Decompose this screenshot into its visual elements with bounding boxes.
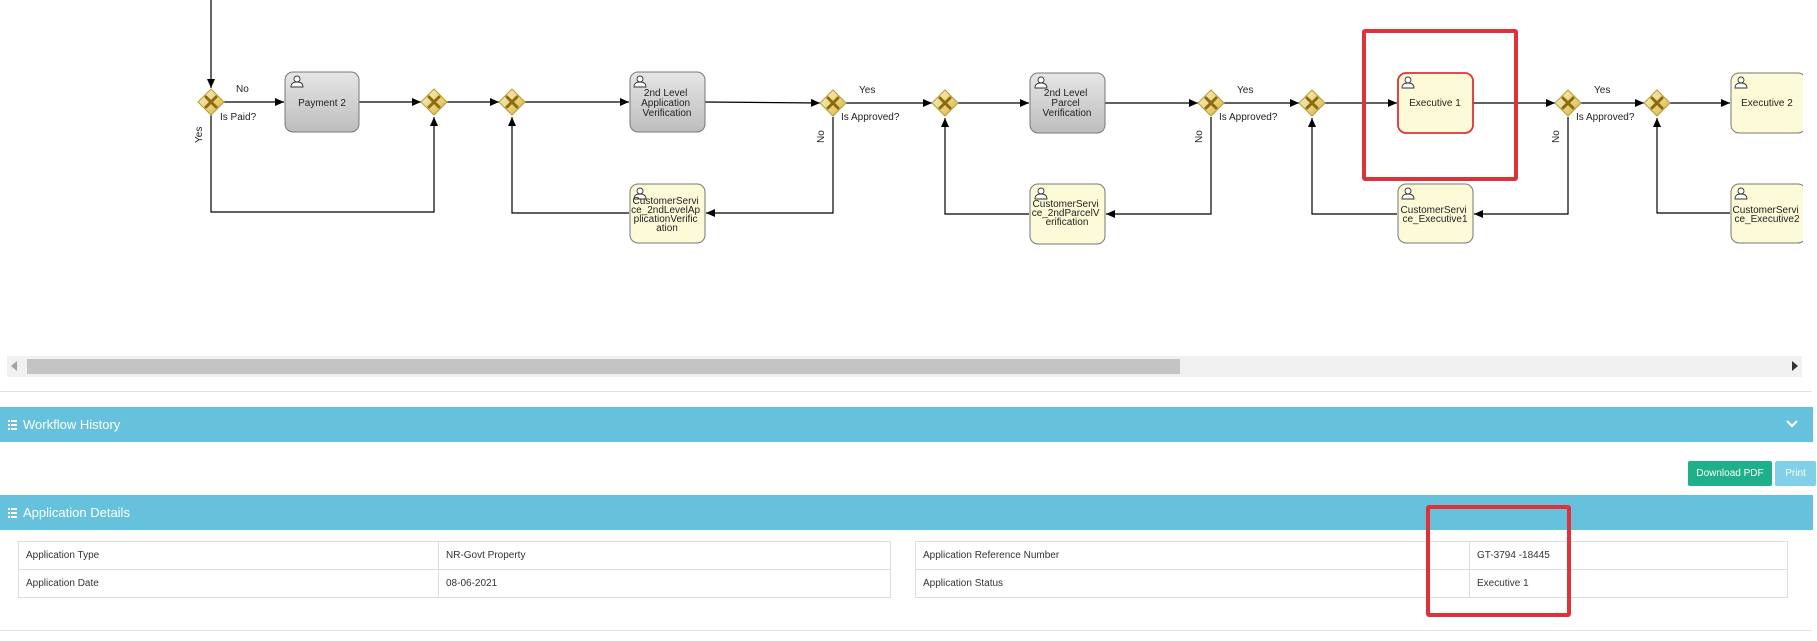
application-details-table-right: Application Reference Number GT-3794 -18…: [915, 541, 1788, 598]
field-label-application-date: Application Date: [18, 569, 439, 598]
task-payment-2[interactable]: Payment 2: [284, 71, 360, 133]
edge-label-no: No: [1194, 130, 1205, 143]
svg-text:2nd Level Application: 2nd Level Application Verification: [641, 88, 693, 119]
task-customer-service-executive-1[interactable]: CustomerServi ce_Executive1: [1397, 183, 1474, 244]
svg-text:Payment 2: Payment 2: [298, 98, 346, 109]
table-row: Application Date 08-06-2021: [18, 569, 891, 598]
svg-text:2nd Level Parcel V: 2nd Level Parcel Verification: [1043, 88, 1092, 119]
task-customer-service-2nd-parcel-verification[interactable]: CustomerServi ce_2ndParcelV erification: [1029, 183, 1106, 245]
task-customer-service-2nd-level-application-verification[interactable]: CustomerServi ce_2ndLevelAp plicationVer…: [629, 183, 706, 244]
svg-text:Executive 2: Executive 2: [1741, 98, 1793, 109]
edge-label-no: No: [1551, 130, 1562, 143]
section-title: Application Details: [23, 505, 130, 520]
application-details-header[interactable]: Application Details: [0, 495, 1813, 530]
workflow-history-header[interactable]: Workflow History: [0, 407, 1813, 442]
field-value-reference-number: GT-3794 -18445: [1469, 541, 1788, 570]
download-pdf-button[interactable]: Download PDF: [1688, 461, 1772, 486]
gateway-x-icon: [1297, 88, 1327, 118]
diagram-horizontal-scrollbar[interactable]: [7, 356, 1802, 377]
field-value-application-status: Executive 1: [1469, 569, 1788, 598]
svg-text:CustomerServi ce_Executi: CustomerServi ce_Executive1: [1401, 205, 1470, 225]
field-label-application-type: Application Type: [18, 541, 439, 570]
divider: [0, 391, 1812, 392]
edge-label-yes: Yes: [1237, 85, 1253, 96]
print-button[interactable]: Print: [1775, 461, 1816, 486]
chevron-down-icon[interactable]: [1785, 417, 1799, 431]
list-icon: [8, 419, 17, 430]
edge-label-yes: Yes: [859, 85, 875, 96]
list-icon: [8, 507, 17, 518]
arrow-right-icon[interactable]: [1792, 361, 1798, 371]
gateway-label-is-paid: Is Paid?: [220, 112, 257, 123]
gateway-label-is-approved: Is Approved?: [1219, 112, 1278, 123]
svg-text:CustomerServi ce_2ndLeve: CustomerServi ce_2ndLevelAp plicationVer…: [631, 196, 703, 234]
diagram-canvas: No Is Paid? Yes Yes Is Approved? No Yes …: [194, 0, 1807, 245]
highlight-box-status-values: [1426, 505, 1571, 617]
scrollbar-thumb[interactable]: [27, 359, 1180, 374]
task-2nd-level-parcel-verification[interactable]: 2nd Level Parcel Verification: [1029, 72, 1106, 134]
svg-text:Executive 1: Executive 1: [1409, 98, 1461, 109]
task-executive-2[interactable]: Executive 2: [1730, 72, 1807, 134]
table-row: Application Status Executive 1: [915, 569, 1788, 598]
edge-label-yes: Yes: [194, 127, 205, 143]
divider: [0, 630, 1812, 631]
field-label-application-status: Application Status: [915, 569, 1470, 598]
gateway-x-icon: [497, 87, 527, 117]
field-label-reference-number: Application Reference Number: [915, 541, 1470, 570]
gateway-x-icon: [1642, 88, 1672, 118]
section-title: Workflow History: [23, 417, 121, 432]
field-value-application-type: NR-Govt Property: [438, 541, 891, 570]
task-executive-1[interactable]: Executive 1: [1397, 72, 1474, 134]
svg-text:CustomerServi ce_Executi: CustomerServi ce_Executive2: [1733, 205, 1802, 225]
svg-text:CustomerServi ce_2ndParc: CustomerServi ce_2ndParcelV erification: [1032, 199, 1103, 228]
field-value-application-date: 08-06-2021: [438, 569, 891, 598]
task-2nd-level-application-verification[interactable]: 2nd Level Application Verification: [629, 71, 706, 133]
gateway-label-is-approved: Is Approved?: [1576, 112, 1635, 123]
gateway-label-is-approved: Is Approved?: [841, 112, 900, 123]
table-row: Application Type NR-Govt Property: [18, 541, 891, 570]
table-row: Application Reference Number GT-3794 -18…: [915, 541, 1788, 570]
arrow-left-icon[interactable]: [11, 361, 17, 371]
gateway-x-icon: [419, 87, 449, 117]
edge-label-no: No: [236, 84, 249, 95]
edge-label-no: No: [816, 130, 827, 143]
gateway-x-icon: [930, 88, 960, 118]
edge-label-yes: Yes: [1594, 85, 1610, 96]
workflow-diagram[interactable]: No Is Paid? Yes Yes Is Approved? No Yes …: [0, 0, 1817, 355]
highlight-box-current-task: [1362, 29, 1518, 181]
application-details-table-left: Application Type NR-Govt Property Applic…: [18, 541, 891, 598]
task-customer-service-executive-2[interactable]: CustomerServi ce_Executive2: [1730, 183, 1807, 244]
